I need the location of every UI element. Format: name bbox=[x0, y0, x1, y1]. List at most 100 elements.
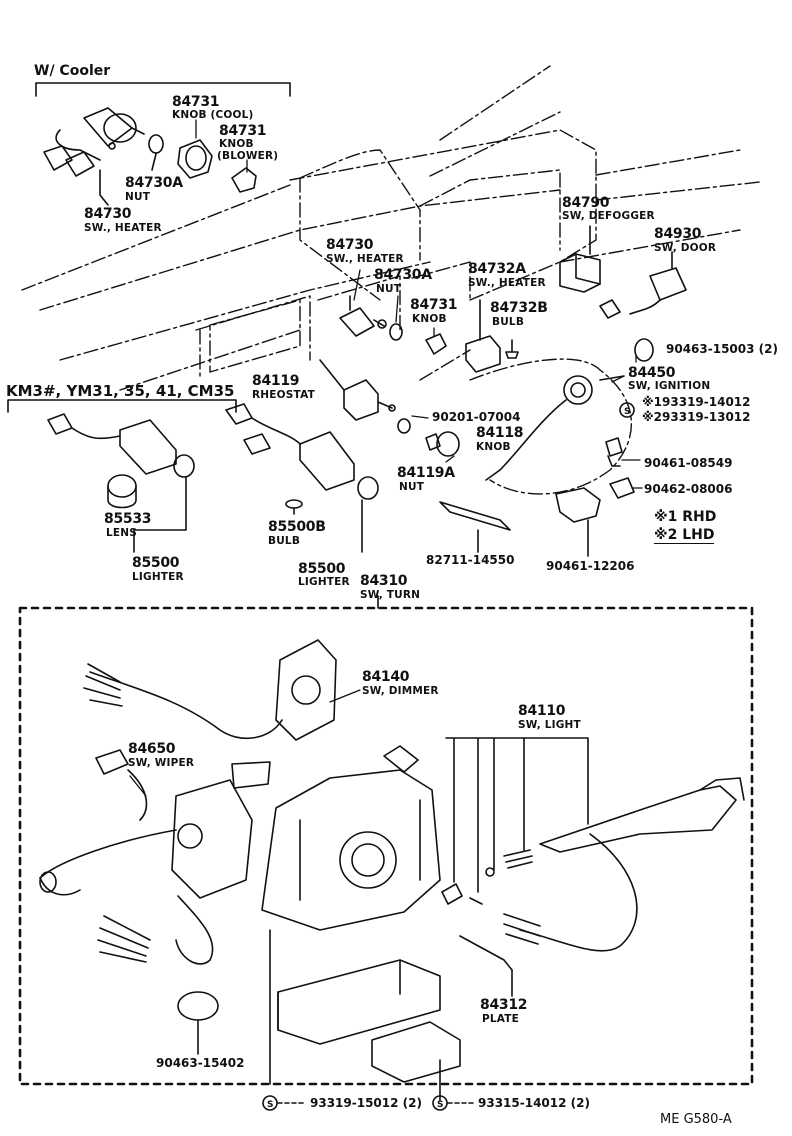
part-82711-14550: 82711-14550 bbox=[426, 553, 515, 567]
part-84731-blower: 84731 bbox=[219, 123, 267, 139]
band-90463-15402-drawing bbox=[177, 991, 219, 1055]
part-85500B-desc: BULB bbox=[268, 535, 301, 547]
heater-switch-84732A-drawing bbox=[465, 299, 501, 373]
part-84731-blower-desc1: KNOB bbox=[219, 138, 254, 150]
ignition-switch-drawing bbox=[485, 375, 625, 481]
part-84110: 84110 bbox=[518, 703, 566, 719]
s-symbol-1: S bbox=[267, 1100, 273, 1110]
knob-84118-drawing bbox=[425, 431, 460, 457]
part-84310: 84310 bbox=[360, 573, 408, 589]
part-84650-desc: SW, WIPER bbox=[128, 757, 195, 769]
part-84731-blower-desc2: (BLOWER) bbox=[217, 150, 279, 162]
part-84730A-mid-desc: NUT bbox=[376, 283, 402, 295]
part-93319-13012: ※293319-13012 bbox=[642, 410, 751, 424]
washer-90201-drawing bbox=[397, 418, 411, 434]
heater-switch-mid-drawing bbox=[339, 295, 387, 337]
turn-switch-body-drawing bbox=[261, 745, 441, 1085]
part-84730-mid: 84730 bbox=[326, 237, 374, 253]
bracket-82711-drawing bbox=[439, 501, 511, 553]
part-84730-top-desc: SW., HEATER bbox=[84, 222, 162, 234]
cooler-bracket bbox=[35, 82, 291, 97]
part-84312-desc: PLATE bbox=[482, 1013, 520, 1025]
part-84650: 84650 bbox=[128, 741, 176, 757]
s-symbol-3: S bbox=[624, 407, 630, 417]
part-85500B: 85500B bbox=[268, 519, 326, 535]
part-90462-08006: 90462-08006 bbox=[644, 482, 733, 496]
part-84732B: 84732B bbox=[490, 300, 548, 316]
part-90461-08549: 90461-08549 bbox=[644, 456, 733, 470]
plate-84312-drawing bbox=[459, 935, 513, 997]
part-84119: 84119 bbox=[252, 373, 300, 389]
lighter-left-drawing bbox=[47, 413, 195, 553]
knob-blower-drawing bbox=[231, 167, 257, 193]
part-84140-desc: SW, DIMMER bbox=[362, 685, 439, 697]
rheostat-drawing bbox=[319, 359, 396, 421]
part-84312: 84312 bbox=[480, 997, 528, 1013]
light-switch-drawing bbox=[441, 737, 745, 952]
part-84790: 84790 bbox=[562, 195, 610, 211]
part-84732A-desc: SW., HEATER bbox=[468, 277, 546, 289]
defogger-switch-drawing bbox=[559, 225, 601, 293]
part-85533-desc: LENS bbox=[106, 527, 138, 539]
door-switch-drawing bbox=[599, 251, 687, 319]
part-84730A-top-desc: NUT bbox=[125, 191, 151, 203]
bulb-85500B-drawing bbox=[285, 499, 303, 515]
group-km3: KM3#, YM31, 35, 41, CM35 bbox=[6, 382, 235, 400]
part-93319-14012: ※193319-14012 bbox=[642, 395, 751, 409]
part-93315-14012: 93315-14012 (2) bbox=[478, 1096, 590, 1110]
note-rhd: ※1 RHD bbox=[654, 509, 717, 525]
part-84730A-top: 84730A bbox=[125, 175, 183, 191]
lens-85533-drawing bbox=[107, 474, 137, 509]
part-84790-desc: SW, DEFOGGER bbox=[562, 210, 655, 222]
part-84731-cool: 84731 bbox=[172, 94, 220, 110]
part-84730-mid-desc: SW., HEATER bbox=[326, 253, 404, 265]
part-84930-desc: SW, DOOR bbox=[654, 242, 717, 254]
part-84310-desc: SW, TURN bbox=[360, 589, 421, 601]
part-84110-desc: SW, LIGHT bbox=[518, 719, 581, 731]
part-84118-desc: KNOB bbox=[476, 441, 511, 453]
knob-mid-drawing bbox=[425, 333, 447, 355]
part-93319-15012: 93319-15012 (2) bbox=[310, 1096, 422, 1110]
s-symbol-circle bbox=[619, 402, 635, 418]
part-84732B-desc: BULB bbox=[492, 316, 525, 328]
clip-90463-15003-drawing bbox=[634, 338, 654, 362]
part-84450-desc: SW, IGNITION bbox=[628, 380, 711, 392]
part-84930: 84930 bbox=[654, 226, 702, 242]
diagram-code: ME G580-A bbox=[660, 1112, 732, 1127]
part-84119A: 84119A bbox=[397, 465, 455, 481]
group-cooler: W/ Cooler bbox=[34, 63, 111, 79]
part-84731-mid-desc: KNOB bbox=[412, 313, 447, 325]
part-84730-top: 84730 bbox=[84, 206, 132, 222]
part-84732A: 84732A bbox=[468, 261, 526, 277]
nut-84730A-drawing bbox=[148, 134, 164, 171]
part-84731-mid: 84731 bbox=[410, 297, 458, 313]
part-84730A-mid: 84730A bbox=[374, 267, 432, 283]
part-85500-left-desc: LIGHTER bbox=[132, 571, 184, 583]
bracket-90461-12206-drawing bbox=[555, 487, 601, 557]
leader-lines bbox=[129, 119, 643, 797]
clip-90461-08549-drawing bbox=[605, 437, 623, 467]
wiper-switch-drawing bbox=[39, 749, 271, 965]
part-84731-cool-desc: KNOB (COOL) bbox=[172, 109, 254, 121]
part-90201-07004: 90201-07004 bbox=[432, 410, 521, 424]
clip-90462-08006-drawing bbox=[609, 477, 635, 499]
part-84118: 84118 bbox=[476, 425, 524, 441]
part-90463-15402: 90463-15402 bbox=[156, 1056, 245, 1070]
knob-cool-drawing bbox=[177, 139, 213, 179]
part-85500-mid-desc: LIGHTER bbox=[298, 576, 350, 588]
part-85500-mid: 85500 bbox=[298, 561, 346, 577]
bulb-84732B-drawing bbox=[505, 339, 519, 359]
part-90463-15003: 90463-15003 (2) bbox=[666, 342, 778, 356]
lighter-mid-drawing bbox=[225, 403, 379, 553]
km3-bracket bbox=[7, 399, 237, 413]
dashboard-outline bbox=[21, 65, 761, 495]
dimmer-switch-drawing bbox=[83, 639, 337, 741]
part-84450: 84450 bbox=[628, 365, 676, 381]
s-symbol-2: S bbox=[437, 1100, 443, 1110]
part-84140: 84140 bbox=[362, 669, 410, 685]
lower-connectors-drawing bbox=[277, 959, 461, 1101]
part-85500-left: 85500 bbox=[132, 555, 180, 571]
part-84119A-desc: NUT bbox=[399, 481, 425, 493]
note-lhd: ※2 LHD bbox=[654, 527, 715, 544]
